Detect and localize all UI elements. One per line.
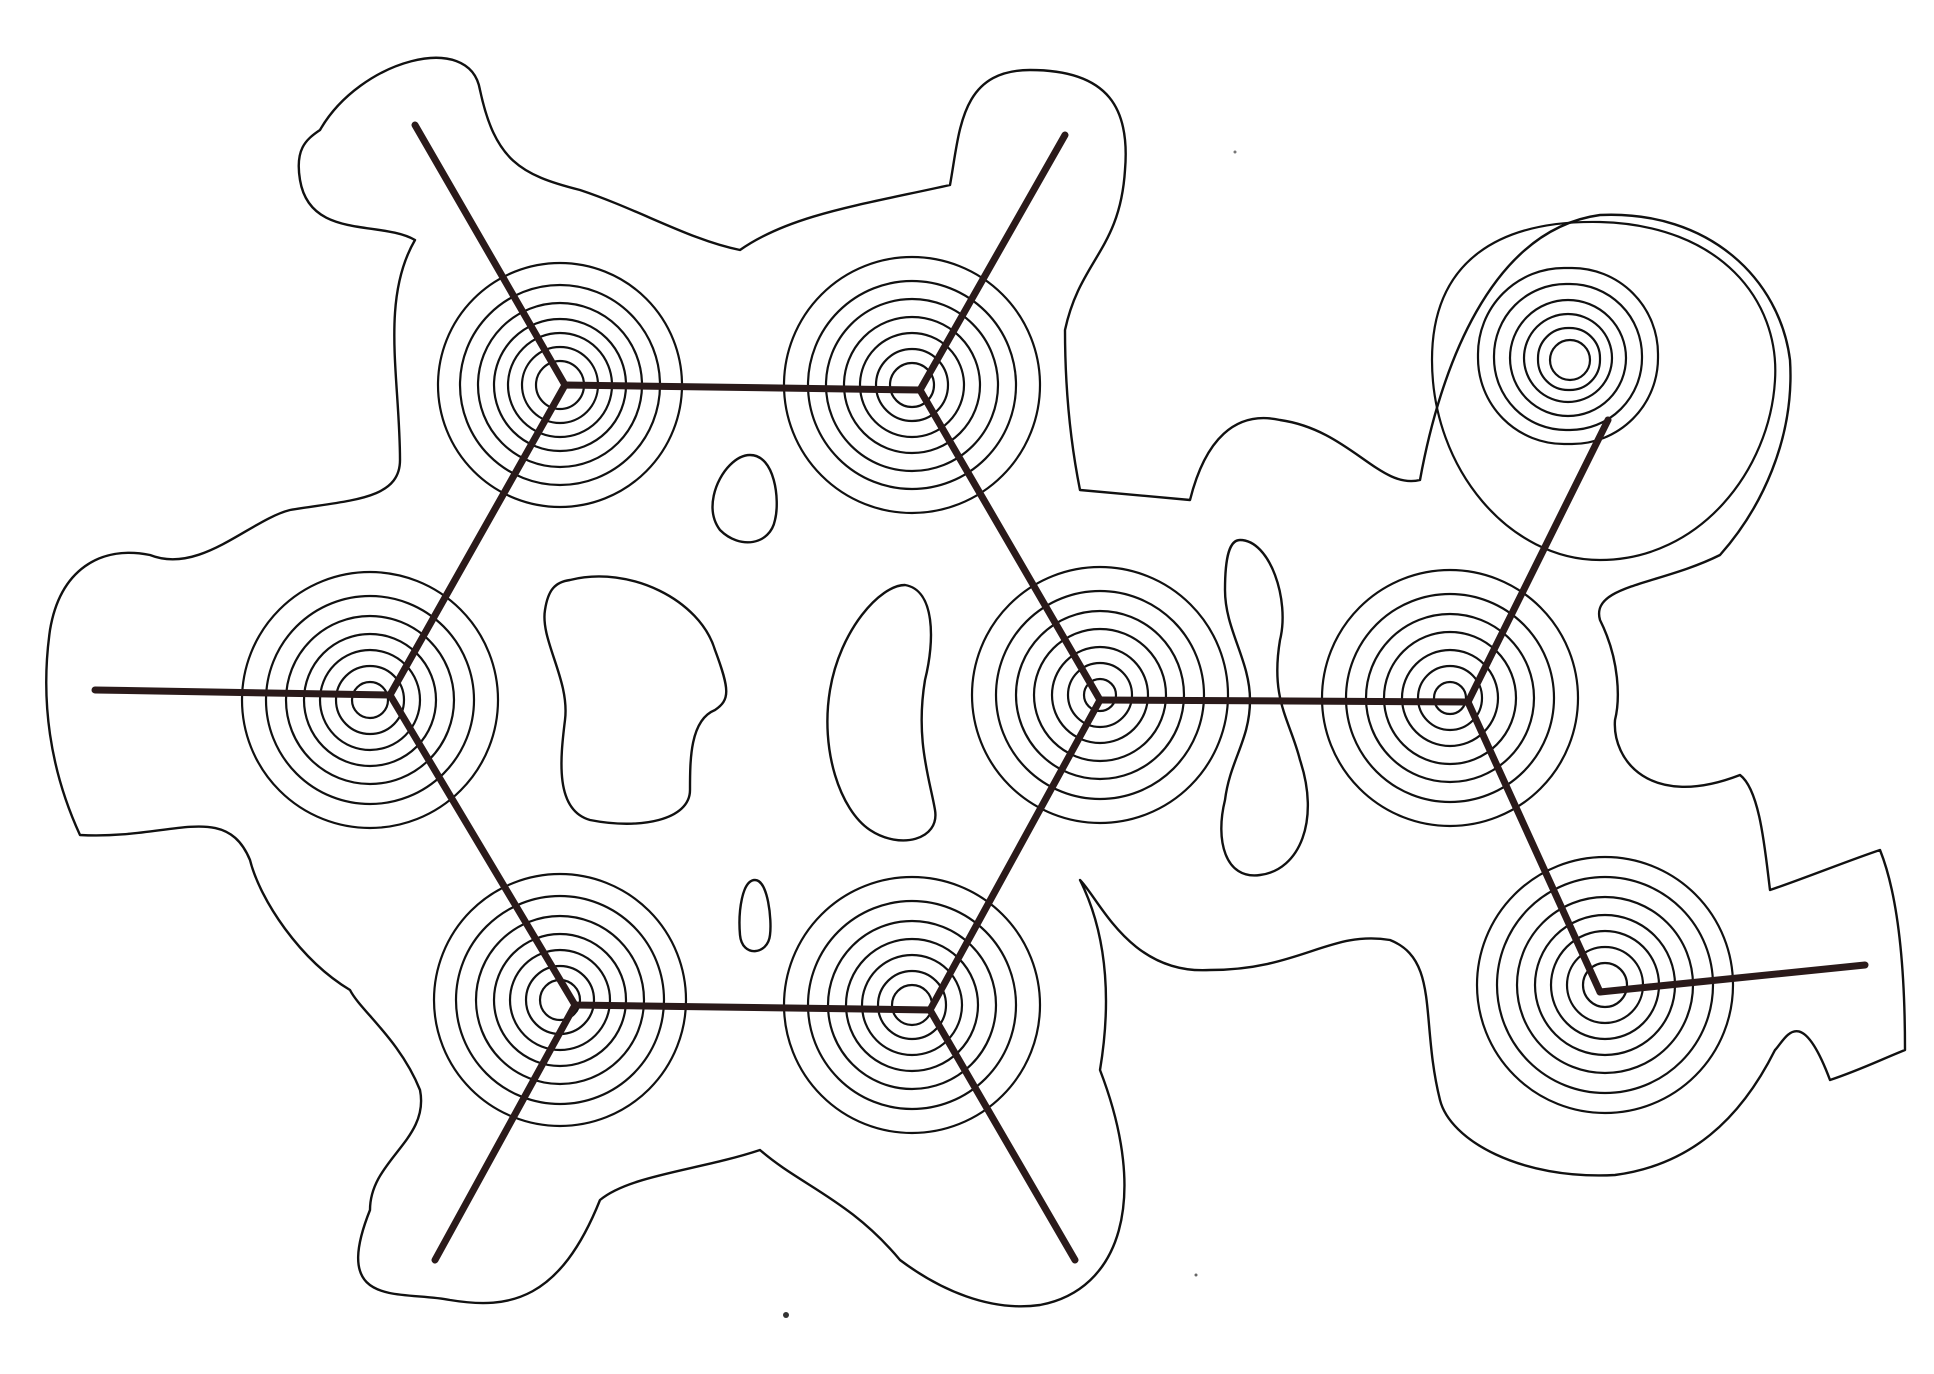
hexagon-ring-bonds — [386, 381, 1104, 1014]
scan-speck — [1194, 1273, 1198, 1277]
bond-side-group-upper — [1464, 416, 1612, 706]
bond-top-right-substituent — [916, 131, 1069, 394]
scan-speck — [1233, 150, 1237, 154]
ring-low-density-contour-top — [711, 453, 778, 544]
bond-left-substituent — [91, 686, 394, 699]
linking-bond-low-density-contour-left — [1220, 538, 1309, 877]
bond-ring-to-side-group — [1096, 696, 1472, 706]
bond-side-group-terminal — [1596, 961, 1869, 996]
bond-skeleton — [91, 121, 1869, 1264]
outer-envelope-contour — [45, 56, 1907, 1308]
atom-contours-ring-bottom-left — [432, 872, 688, 1128]
bond-side-group-lower — [1464, 698, 1604, 996]
bond-bottom-left-substituent — [431, 1001, 579, 1264]
ring-low-density-contour-left — [543, 575, 728, 825]
bond-bottom-right-substituent — [926, 1006, 1079, 1264]
atom-contours-ring-top-right — [782, 255, 1042, 515]
bond-top-left-substituent — [411, 121, 569, 389]
ring-low-density-contour-right — [826, 583, 937, 842]
atom-contours-substituent-top — [1430, 220, 1777, 562]
atom-contours-ring-right — [970, 565, 1230, 825]
atom-contours-ring-left — [240, 570, 500, 830]
scan-speck — [783, 1312, 789, 1318]
ring-low-density-contour-bottom — [738, 878, 772, 953]
